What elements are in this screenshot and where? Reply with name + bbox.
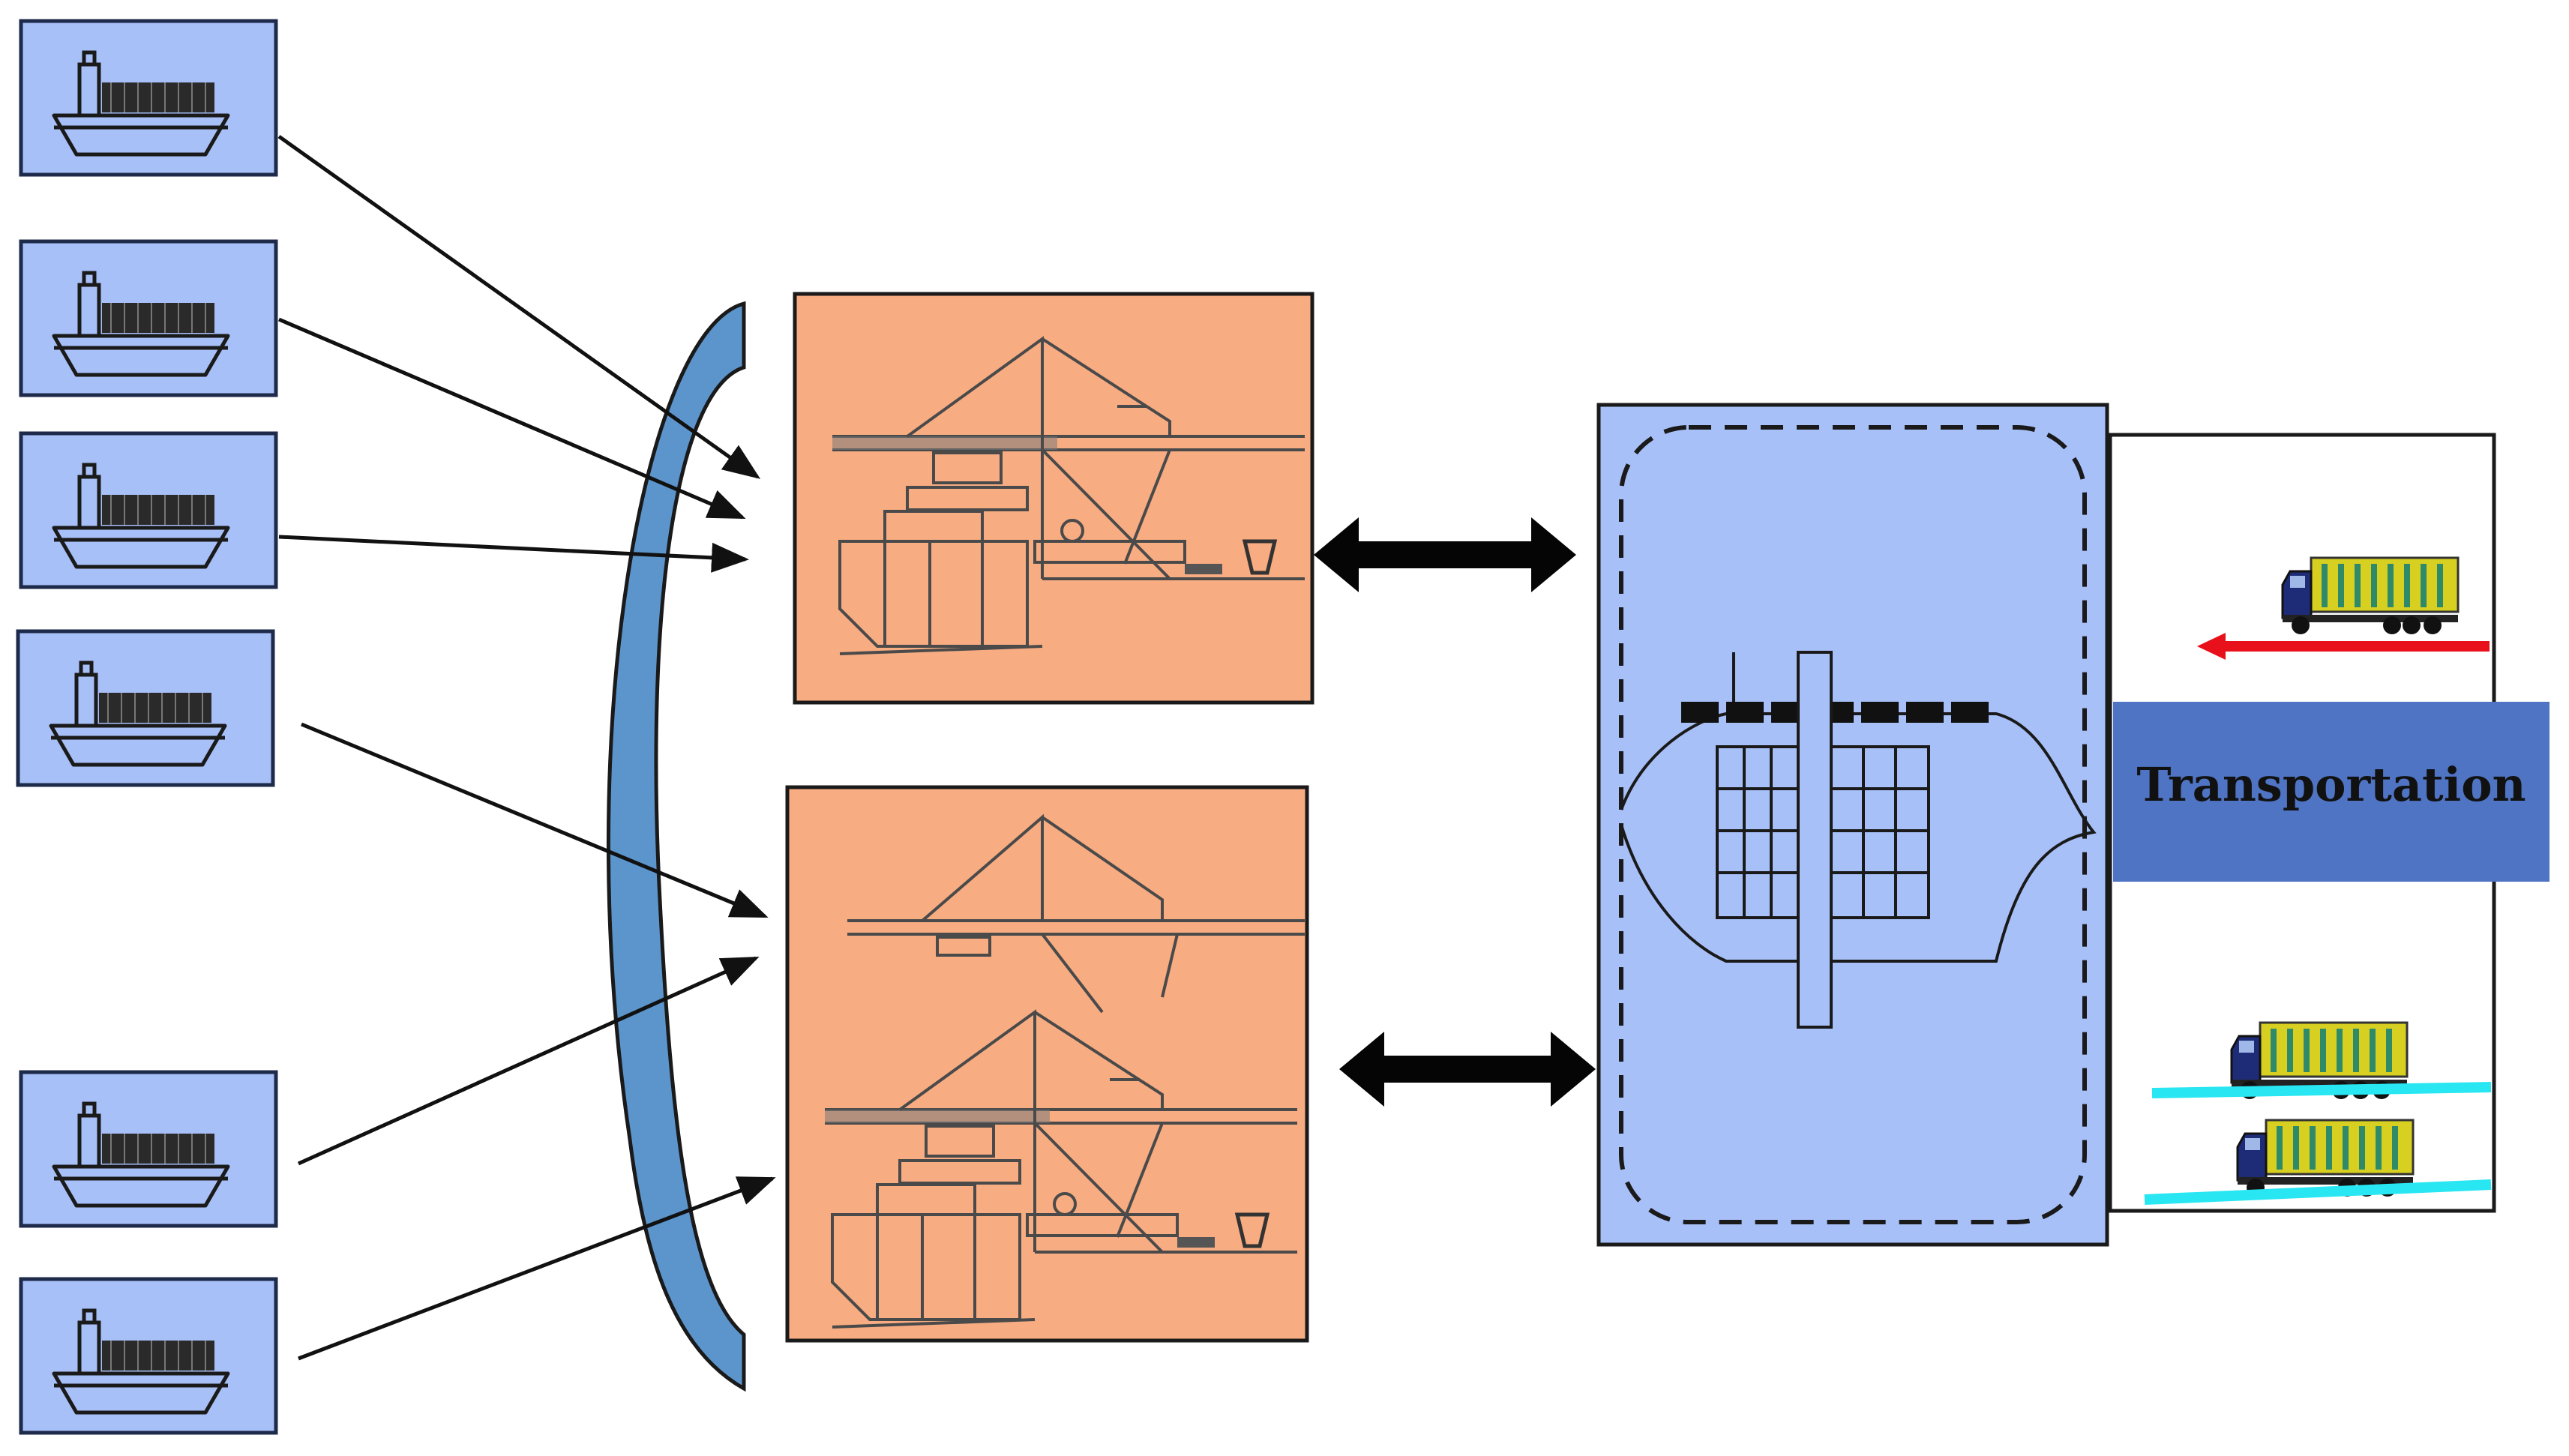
inbound-lane-arrowhead	[2197, 633, 2226, 660]
berth-arc	[606, 301, 746, 1392]
crane-yard-arrow-1	[1314, 517, 1576, 592]
arrow-vessel-4	[301, 722, 769, 918]
vessel-1	[19, 19, 278, 177]
arrow-vessel-3	[278, 535, 749, 573]
arrow-vessel-5	[297, 956, 760, 1166]
vessel-4	[16, 629, 275, 787]
vessel-3	[19, 431, 278, 589]
vessel-5	[19, 1070, 278, 1228]
outbound-lane-2	[2144, 1179, 2492, 1205]
quay-crane-2	[785, 785, 1309, 1343]
quay-crane-1	[793, 292, 1314, 705]
container-yard	[1596, 403, 2109, 1247]
vessel-2	[19, 239, 278, 397]
vessel-arrows	[277, 134, 776, 1361]
vessel-6	[19, 1277, 278, 1435]
transportation-label-text: Transportation	[2136, 757, 2526, 812]
transportation-label: Transportation	[2113, 702, 2550, 882]
container-yard-icon	[1620, 651, 2097, 1029]
arrow-vessel-1	[277, 134, 761, 479]
outbound-lane-1	[2151, 1082, 2492, 1098]
arrow-vessel-6	[298, 1176, 776, 1361]
crane-yard-arrow-2	[1339, 1032, 1596, 1107]
arrow-vessel-2	[278, 317, 746, 520]
quay-crane-icon	[847, 813, 1305, 1014]
